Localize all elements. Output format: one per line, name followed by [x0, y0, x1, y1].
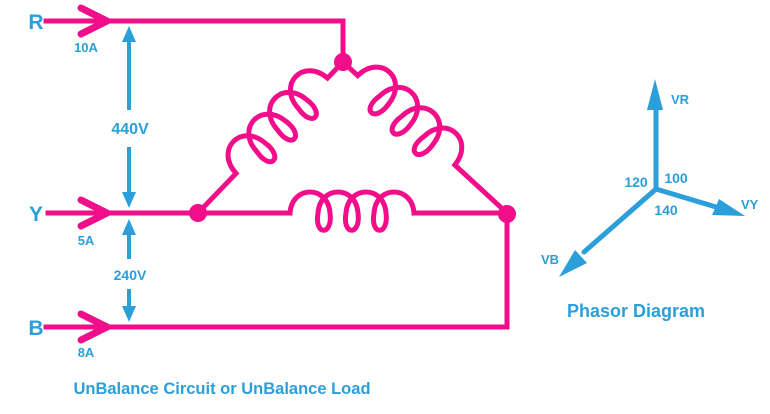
- phasor-vb-label: VB: [541, 252, 559, 267]
- phasor-vr-label: VR: [671, 92, 690, 107]
- phase-r-label: R: [28, 11, 43, 34]
- voltage-yb-label: 240V: [114, 267, 147, 283]
- junction-dots: [189, 53, 516, 223]
- phasor-vy-line: [653, 186, 719, 210]
- phase-b-current-label: 8A: [78, 345, 95, 360]
- circuit-lines: [43, 18, 511, 330]
- phasor-vb-line: [581, 186, 659, 255]
- phasor-title: Phasor Diagram: [567, 301, 705, 321]
- phase-r-line: [43, 18, 346, 65]
- phasor-vy-label: VY: [741, 197, 759, 212]
- phase-y-current-arrow-icon: [77, 196, 115, 230]
- delta-right-node-dot: [498, 205, 516, 223]
- phase-b-line: [43, 210, 510, 330]
- voltage-measure-arrowheads: [122, 26, 136, 322]
- phasor-diagram: [559, 79, 745, 277]
- phasor-vr-arrowhead-icon: [647, 79, 663, 110]
- voltage-ry-label: 440V: [111, 121, 149, 138]
- phase-y-current-label: 5A: [78, 233, 95, 248]
- phasor-angle-vr-vy-label: 100: [664, 170, 688, 186]
- phase-y-label: Y: [29, 203, 43, 226]
- phase-r-current-label: 10A: [74, 40, 98, 55]
- winding-rb-coil: [339, 58, 511, 217]
- delta-left-node-dot: [189, 204, 207, 222]
- winding-ry-coil: [194, 58, 347, 217]
- voltage-yb-down-arrowhead-icon: [122, 306, 136, 322]
- current-arrows: [77, 4, 115, 344]
- phasor-vb-arrowhead-icon: [559, 250, 587, 277]
- winding-yb-coil: [287, 189, 417, 233]
- phasor-vector-lines: [581, 105, 719, 255]
- phasor-angle-vr-vb-label: 120: [624, 174, 648, 190]
- voltage-ry-up-arrowhead-icon: [122, 26, 136, 42]
- voltage-yb-up-arrowhead-icon: [122, 219, 136, 235]
- circuit-caption: UnBalance Circuit or UnBalance Load: [73, 380, 370, 398]
- phase-b-current-arrow-icon: [77, 310, 115, 344]
- phase-r-current-arrow-icon: [77, 4, 115, 38]
- phasor-angle-vy-vb-label: 140: [654, 202, 678, 218]
- voltage-ry-down-arrowhead-icon: [122, 192, 136, 208]
- delta-top-node-dot: [334, 53, 352, 71]
- labels: R Y B 10A 5A 8A 440V 240V UnBalance Circ…: [28, 11, 758, 398]
- phasor-vector-heads: [559, 79, 745, 277]
- phasor-vy-arrowhead-icon: [712, 199, 745, 216]
- phase-b-label: B: [28, 317, 43, 340]
